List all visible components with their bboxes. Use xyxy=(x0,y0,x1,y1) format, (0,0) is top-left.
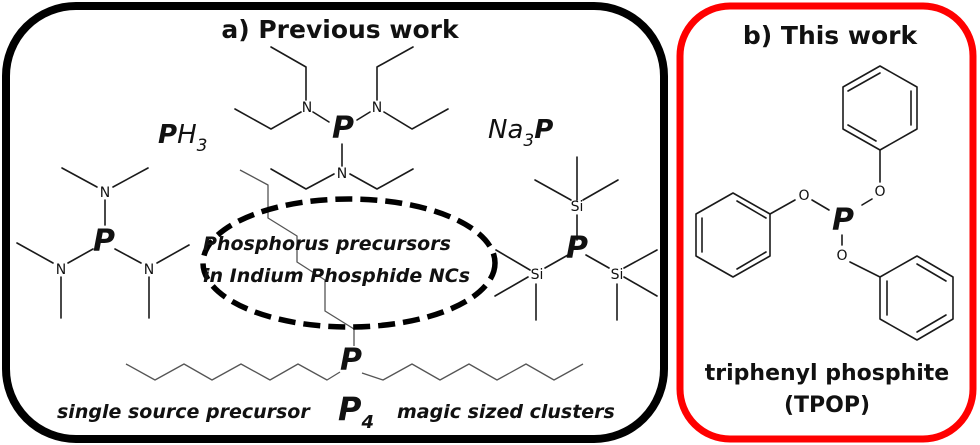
ph3-h: H xyxy=(177,120,197,150)
ph3-subscript: 3 xyxy=(197,136,208,156)
panel-b-frame xyxy=(676,2,977,443)
atom-p: P xyxy=(93,224,115,259)
atom-n: N xyxy=(372,100,382,116)
na3p-na: Na xyxy=(488,115,523,145)
atom-p: P xyxy=(566,231,588,266)
label-single-source-precursor: single source precursor xyxy=(57,401,311,423)
atom-n: N xyxy=(337,166,347,182)
atom-o: O xyxy=(798,188,809,204)
tris-trimethylsilyl-phosphine: Si Si Si P xyxy=(494,156,658,321)
label-magic-sized-clusters: magic sized clusters xyxy=(397,401,615,423)
tris-diethylamino-phosphine: N N N P xyxy=(234,46,449,190)
atom-si: Si xyxy=(531,267,544,283)
atom-p: P xyxy=(832,203,854,238)
panel-b-title: b) This work xyxy=(743,21,919,50)
na3p-formula: Na3P xyxy=(488,115,553,151)
atom-p: P xyxy=(332,111,354,146)
triphenyl-phosphite: O O O P xyxy=(695,65,954,341)
atom-n: N xyxy=(144,262,154,278)
compound-abbreviation: (TPOP) xyxy=(784,393,870,418)
atom-n: N xyxy=(100,185,110,201)
panel-a-frame xyxy=(2,2,668,443)
atom-n: N xyxy=(302,100,312,116)
p4-subscript: 4 xyxy=(360,412,374,433)
atom-si: Si xyxy=(571,199,584,215)
compound-name: triphenyl phosphite xyxy=(705,361,949,386)
label-p4: P4 xyxy=(338,390,374,433)
trioctylphosphine: P xyxy=(125,169,584,381)
atom-n: N xyxy=(56,262,66,278)
atom-p: P xyxy=(340,343,362,378)
highlight-ellipse xyxy=(200,196,498,330)
ellipse-label-line2: in Indium Phosphide NCs xyxy=(203,265,470,287)
ellipse-label-line1: Phosphorus precursors xyxy=(203,233,451,255)
ph3-formula: PH3 xyxy=(158,120,207,156)
panel-a-title: a) Previous work xyxy=(221,15,460,44)
na3p-p: P xyxy=(534,115,553,145)
p4-p: P xyxy=(338,390,362,428)
atom-si: Si xyxy=(611,267,624,283)
na3p-subscript: 3 xyxy=(523,131,534,151)
atom-o: O xyxy=(874,184,885,200)
ph3-p: P xyxy=(158,120,177,150)
tris-dimethylamino-phosphine: N N N P xyxy=(16,167,190,319)
atom-o: O xyxy=(836,248,847,264)
